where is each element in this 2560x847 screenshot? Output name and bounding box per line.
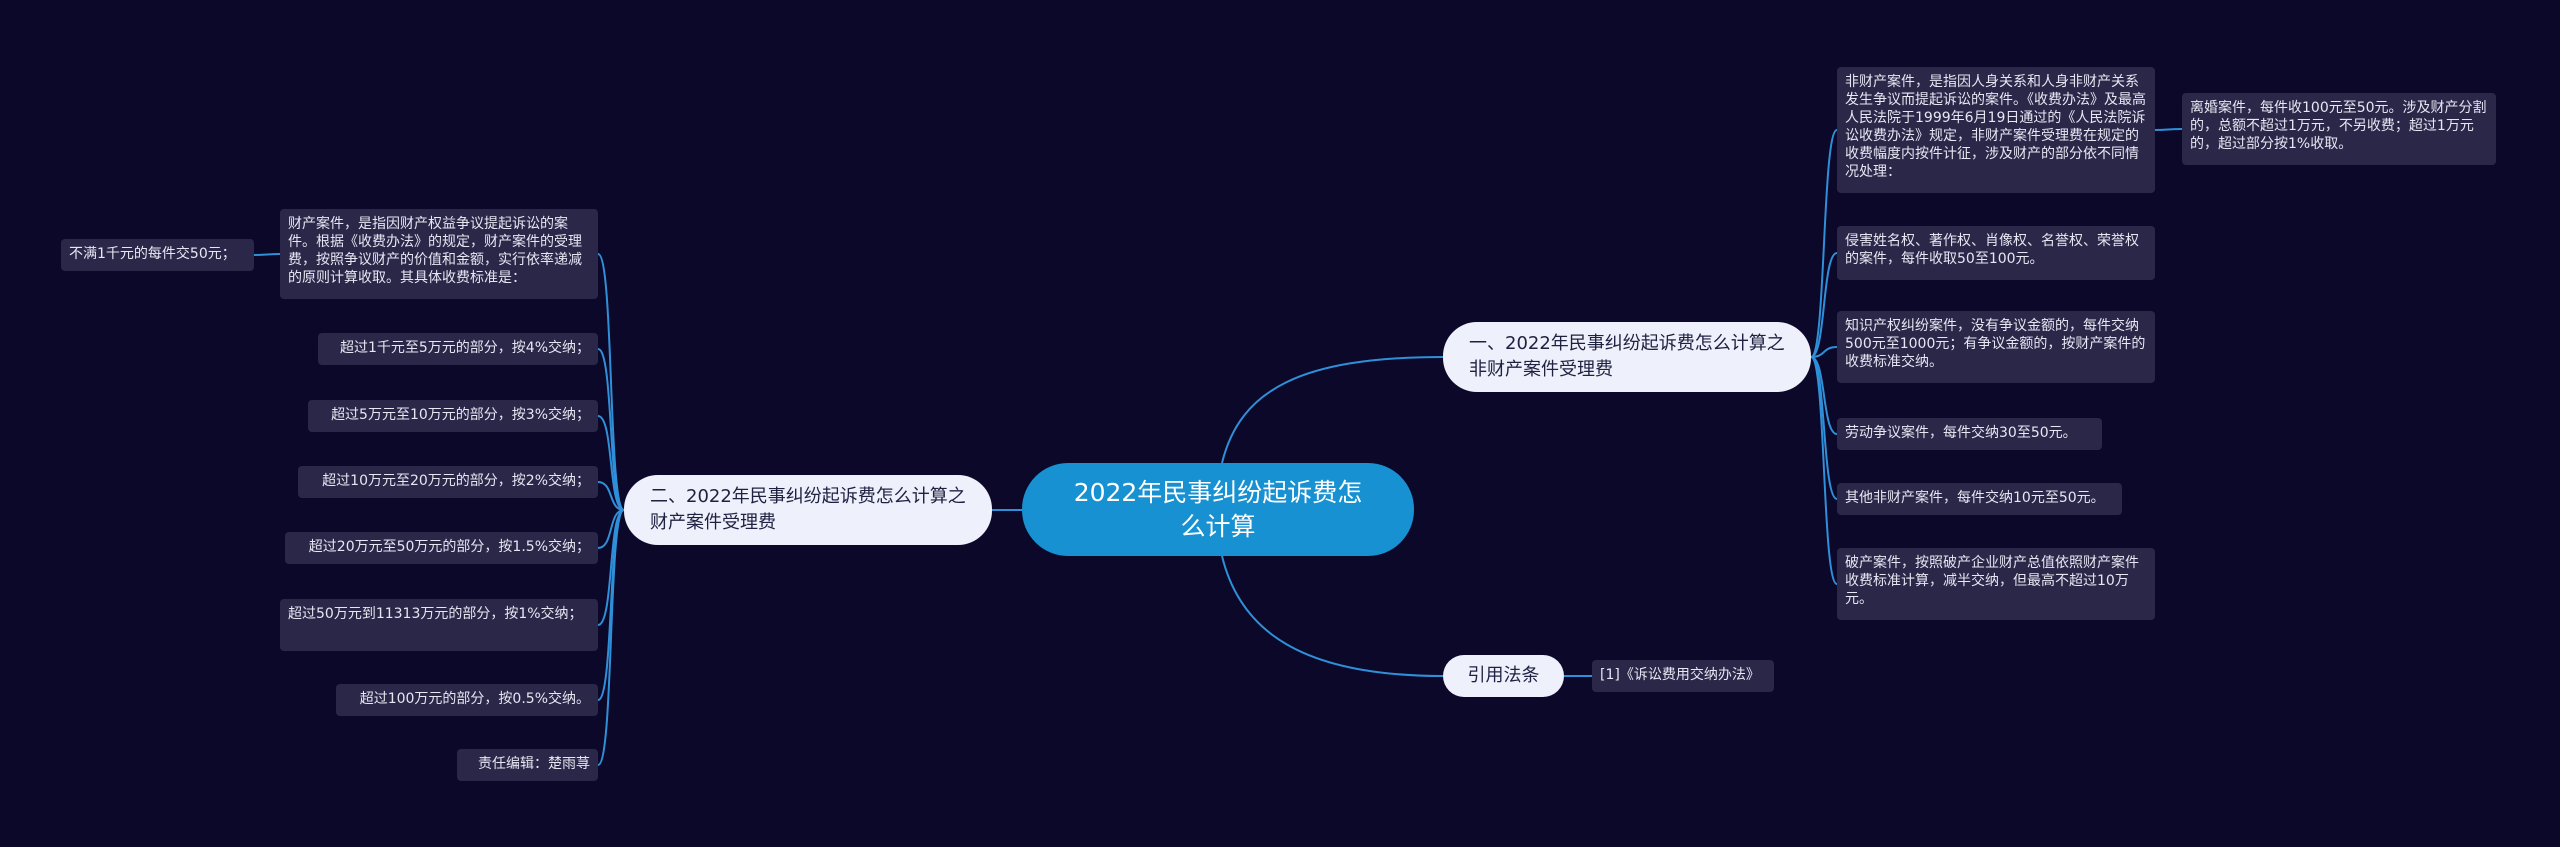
leaf-property-2[interactable]: 超过1千元至5万元的部分，按4%交纳；: [318, 333, 598, 365]
leaf-property-5[interactable]: 超过20万元至50万元的部分，按1.5%交纳；: [285, 532, 598, 564]
leaf-nonproperty-3[interactable]: 知识产权纠纷案件，没有争议金额的，每件交纳500元至1000元；有争议金额的，按…: [1837, 311, 2155, 383]
connector-line: [1810, 252, 1838, 358]
leaf-property-7[interactable]: 超过100万元的部分，按0.5%交纳。: [336, 684, 598, 716]
leaf-nonproperty-sub[interactable]: 离婚案件，每件收100元至50元。涉及财产分割的，总额不超过1万元，不另收费；超…: [2182, 93, 2496, 165]
leaf-property-1[interactable]: 财产案件，是指因财产权益争议提起诉讼的案件。根据《收费办法》的规定，财产案件的受…: [280, 209, 598, 299]
leaf-property-4[interactable]: 超过10万元至20万元的部分，按2%交纳；: [298, 466, 598, 498]
connector-line: [1221, 356, 1444, 464]
root-topic-label: 2022年民事纠纷起诉费怎么计算: [1073, 477, 1363, 541]
branch-nonproperty-label: 一、2022年民事纠纷起诉费怎么计算之非财产案件受理费: [1469, 333, 1785, 380]
connector-line: [253, 253, 281, 256]
leaf-nonproperty-6[interactable]: 破产案件，按照破产企业财产总值依照财产案件收费标准计算，减半交纳，但最高不超过1…: [1837, 548, 2155, 620]
branch-law-label: 引用法条: [1467, 665, 1540, 686]
connector-line: [597, 415, 625, 511]
branch-property[interactable]: 二、2022年民事纠纷起诉费怎么计算之财产案件受理费: [624, 475, 992, 545]
leaf-nonproperty-2[interactable]: 侵害姓名权、著作权、肖像权、名誉权、荣誉权的案件，每件收取50至100元。: [1837, 226, 2155, 280]
leaf-nonproperty-4[interactable]: 劳动争议案件，每件交纳30至50元。: [1837, 418, 2102, 450]
connector-line: [597, 509, 625, 701]
leaf-nonproperty-5[interactable]: 其他非财产案件，每件交纳10元至50元。: [1837, 483, 2122, 515]
connector-line: [597, 253, 625, 511]
branch-law[interactable]: 引用法条: [1443, 655, 1564, 697]
connector-line: [597, 509, 625, 766]
connector-line: [597, 509, 625, 549]
connector-line: [597, 348, 625, 511]
leaf-property-3[interactable]: 超过5万元至10万元的部分，按3%交纳；: [308, 400, 598, 432]
connector-line: [2154, 128, 2183, 131]
leaf-law-1[interactable]: [1]《诉讼费用交纳办法》: [1592, 660, 1774, 692]
branch-property-label: 二、2022年民事纠纷起诉费怎么计算之财产案件受理费: [650, 486, 966, 533]
connector-line: [1221, 555, 1444, 677]
connector-line: [1810, 356, 1838, 585]
root-topic[interactable]: 2022年民事纠纷起诉费怎么计算: [1022, 463, 1414, 556]
leaf-property-8[interactable]: 责任编辑：楚雨荨: [457, 749, 598, 781]
leaf-property-sub[interactable]: 不满1千元的每件交50元；: [61, 239, 254, 271]
connector-line: [597, 481, 625, 511]
leaf-property-6[interactable]: 超过50万元到11313万元的部分，按1%交纳；: [280, 599, 598, 651]
branch-nonproperty[interactable]: 一、2022年民事纠纷起诉费怎么计算之非财产案件受理费: [1443, 322, 1811, 392]
connector-line: [1810, 129, 1838, 358]
connector-line: [1810, 346, 1838, 358]
leaf-nonproperty-1[interactable]: 非财产案件，是指因人身关系和人身非财产关系发生争议而提起诉讼的案件。《收费办法》…: [1837, 67, 2155, 193]
